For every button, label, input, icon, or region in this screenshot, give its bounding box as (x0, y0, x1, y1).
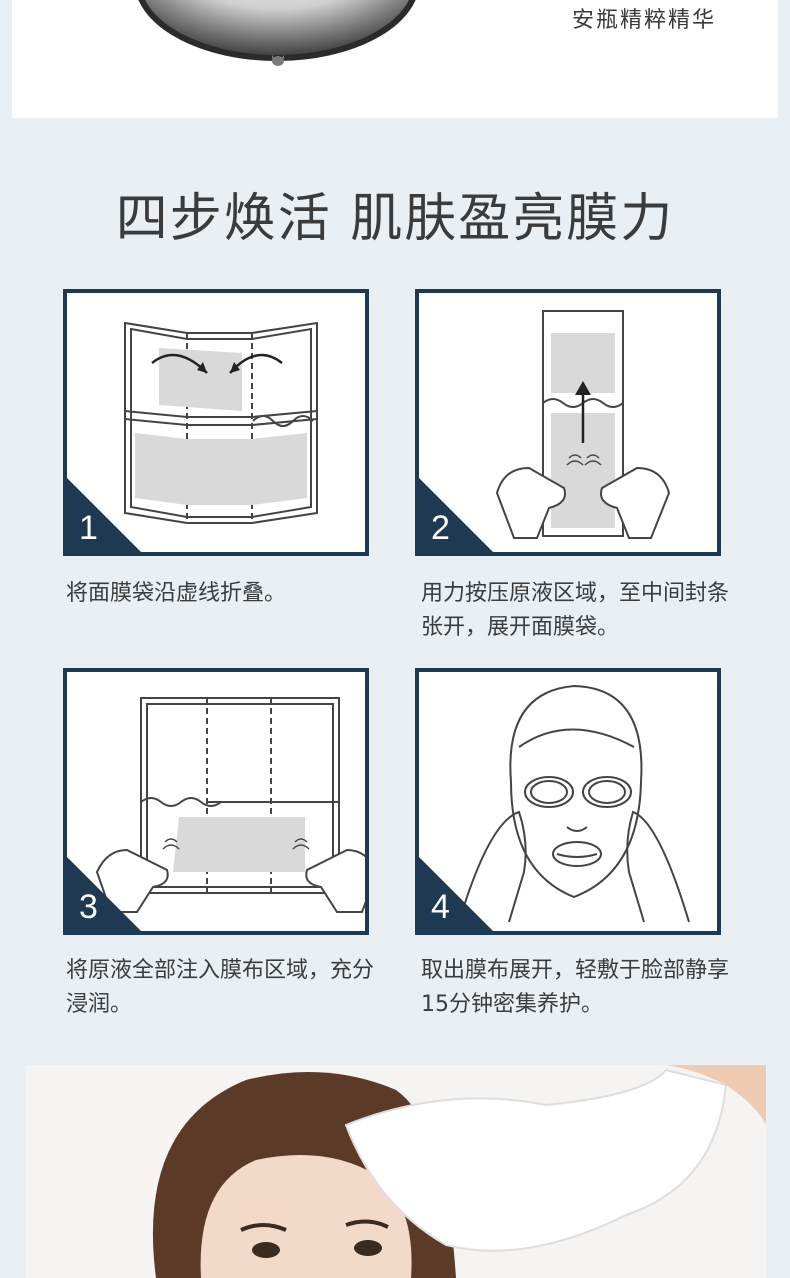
fold-arrows-icon (124, 321, 318, 524)
step-4-text: 取出膜布展开，轻敷于脸部静享15分钟密集养护。 (421, 958, 730, 1017)
step-3-text: 将原液全部注入膜布区域，充分浸润。 (66, 958, 375, 1017)
step-badge (67, 478, 141, 552)
step-2-panel: 2 (415, 289, 721, 556)
step-badge (419, 478, 493, 552)
step-1-text: 将面膜袋沿虚线折叠。 (66, 581, 287, 606)
press-hands-icon (495, 310, 671, 539)
step-number: 3 (79, 888, 98, 926)
model-mask-illustration (152, 1065, 766, 1278)
product-card: 安瓶精粹精华 (12, 0, 778, 118)
step-badge (419, 857, 493, 931)
step-3-panel: 3 (63, 668, 369, 935)
step-number: 1 (79, 509, 98, 547)
step-badge (67, 857, 141, 931)
step-2-text: 用力按压原液区域，至中间封条张开，展开面膜袋。 (421, 581, 730, 640)
face-mask-icon (458, 684, 690, 923)
page-title: 四步焕活 肌肤盈亮膜力 (115, 189, 675, 249)
product-caption: 安瓶精粹精华 (572, 8, 717, 33)
step-number: 2 (431, 509, 450, 547)
step-1-panel: 1 (63, 289, 369, 556)
model-photo (26, 1065, 766, 1278)
step-number: 4 (431, 888, 450, 926)
step-4-panel: 4 (415, 668, 721, 935)
ampoule-drop-icon (138, 0, 416, 66)
